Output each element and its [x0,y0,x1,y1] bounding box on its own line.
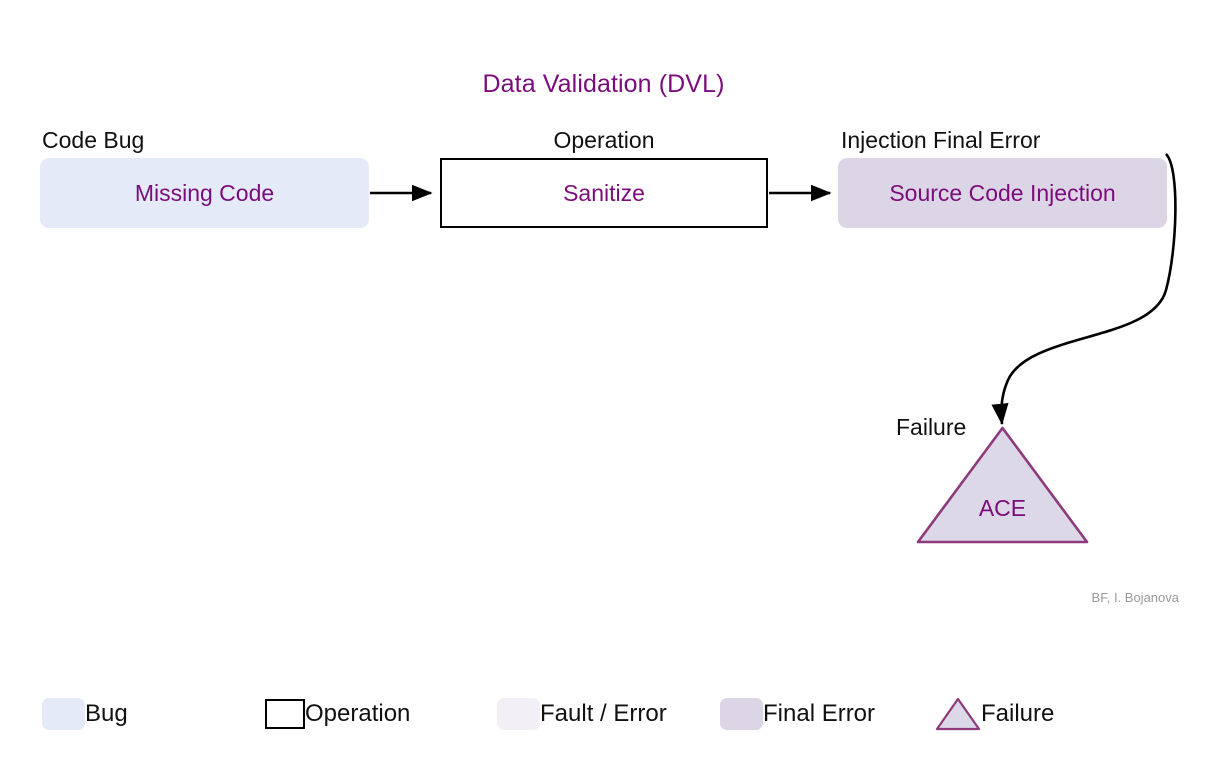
node-source-code-injection-label: Source Code Injection [889,179,1116,206]
bug-swatch [42,698,85,730]
legend-label-operation: Operation [305,700,411,727]
caption-code-bug: Code Bug [42,127,145,153]
final-error-swatch [720,698,763,730]
caption-injection-final-error: Injection Final Error [841,127,1041,153]
caption-operation: Operation [553,127,655,153]
legend-item-fault-error: Fault / Error [497,693,667,735]
node-source-code-injection[interactable]: Source Code Injection [838,158,1167,228]
node-sanitize-label: Sanitize [563,179,645,206]
triangle-icon [916,426,1089,544]
legend: Bug Operation Fault / Error Final Error … [0,693,1207,753]
operation-swatch [265,699,305,729]
legend-item-final-error: Final Error [720,693,875,735]
triangle-icon-small [935,697,981,731]
legend-label-failure: Failure [981,700,1055,727]
node-sanitize[interactable]: Sanitize [440,158,768,228]
legend-label-final-error: Final Error [763,700,876,727]
failure-swatch [935,697,981,731]
legend-label-bug: Bug [85,700,128,727]
page-title: Data Validation (DVL) [482,70,725,98]
legend-item-failure: Failure [935,693,1054,735]
legend-label-fault-error: Fault / Error [540,700,667,727]
legend-item-bug: Bug [42,693,128,735]
node-ace-label: ACE [978,495,1027,521]
legend-item-operation: Operation [265,693,410,735]
node-ace-failure[interactable]: ACE [915,425,1090,545]
fault-error-swatch [497,698,540,730]
attribution-text: BF, I. Bojanova [1091,590,1179,605]
caption-failure: Failure [896,414,967,440]
node-missing-code[interactable]: Missing Code [40,158,369,228]
node-missing-code-label: Missing Code [134,179,275,206]
